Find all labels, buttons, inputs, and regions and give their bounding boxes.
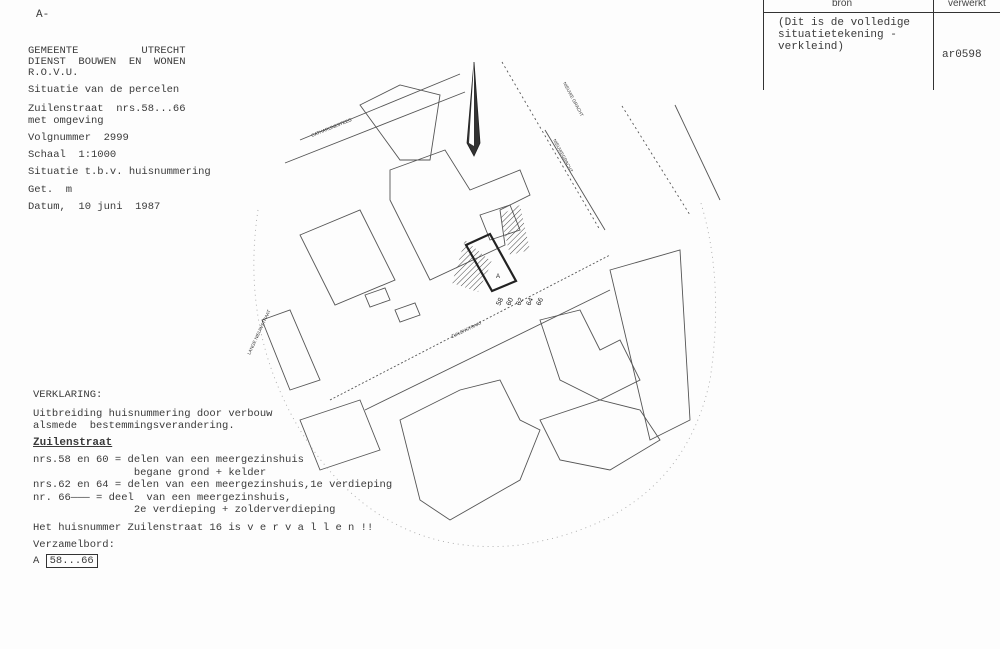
purpose: Situatie t.b.v. huisnummering [28,166,211,178]
parcel-number: 64 [525,297,535,307]
building [359,84,441,161]
collector-board: A 58...66 [33,553,363,568]
street-edge [284,91,466,164]
legend-note: Het huisnummer Zuilenstraat 16 is v e r … [33,521,374,534]
building [394,302,421,323]
legend-entry: nrs.58 en 60 = delen van een meergezinsh… [33,454,304,479]
parcel-letter: A [496,274,500,280]
legend-title: VERKLARING: [33,389,103,401]
street-edge [364,289,611,411]
parcel-number: 66 [535,297,545,307]
street-label-nieuwegracht: NIEUWEGRACHT [552,138,574,173]
collector-value: 58...66 [45,553,98,568]
sheet-mark: A- [36,9,50,21]
parcel-number: 62 [515,297,525,307]
street-label-catharijnesteeg: CATHARIJNESTEEG [311,117,353,138]
drawn-by: Get. m [28,184,73,196]
building [539,309,641,401]
scale: Schaal 1:1000 [28,149,117,161]
hatched-area [452,240,492,292]
legend-entry: nrs.62 en 64 = delen van een meergezinsh… [33,479,393,491]
processed-code: ar0598 [942,49,982,61]
hatched-area [500,205,530,255]
col-header-verwerkt: verwerkt [948,0,986,9]
building [299,399,381,471]
collector-label: Verzamelbord: [33,539,115,551]
legend: VERKLARING: Uitbreiding huisnummering do… [33,389,393,568]
unit: R.O.V.U. [28,67,79,79]
sequence-number: Volgnummer 2999 [28,132,129,144]
municipality: GEMEENTE UTRECHT [28,45,186,57]
date: Datum, 10 juni 1987 [28,201,161,213]
north-arrow-half [469,62,474,146]
department: DIENST BOUWEN EN WONEN [28,56,186,68]
building [389,149,531,281]
source-note: (Dit is de volledige situatietekening - … [778,17,911,53]
building [399,379,541,521]
street-label-nieuwe-gracht: NIEUWE GRACHT [562,81,584,117]
building [261,309,321,391]
building [609,249,691,441]
canal-edge [621,105,691,216]
canal-edge [674,104,721,201]
parcel-number: 58 [495,297,505,307]
street-label-lange-nieuwstraat: LANGE NIEUWSTRAAT [246,309,271,356]
parcel-number: 60 [505,297,515,307]
col-header-bron: bron [832,0,853,9]
source-box: bron verwerkt (Dit is de volledige situa… [763,0,1000,90]
legend-description: Uitbreiding huisnummering door verbouw a… [33,407,273,433]
subject: Situatie van de percelen [28,84,180,96]
canal-edge [501,61,601,231]
column-divider [933,0,934,90]
building [299,209,396,306]
collector-prefix: A [33,554,40,567]
canal-edge [544,129,606,231]
street-edge [299,73,461,141]
address-line2: met omgeving [28,115,104,127]
source-box-header: bron verwerkt [764,0,1000,13]
subject-parcel [464,232,518,293]
building [364,287,391,308]
address-line1: Zuilenstraat nrs.58...66 [28,103,186,115]
building [539,399,661,471]
street-label-zuilenstraat: ZUILENSTRAAT [450,320,483,339]
street-edge [329,254,611,401]
legend-entry: nr. 66——— = deel van een meergezinshuis,… [33,491,336,517]
legend-street: Zuilenstraat [33,436,113,449]
